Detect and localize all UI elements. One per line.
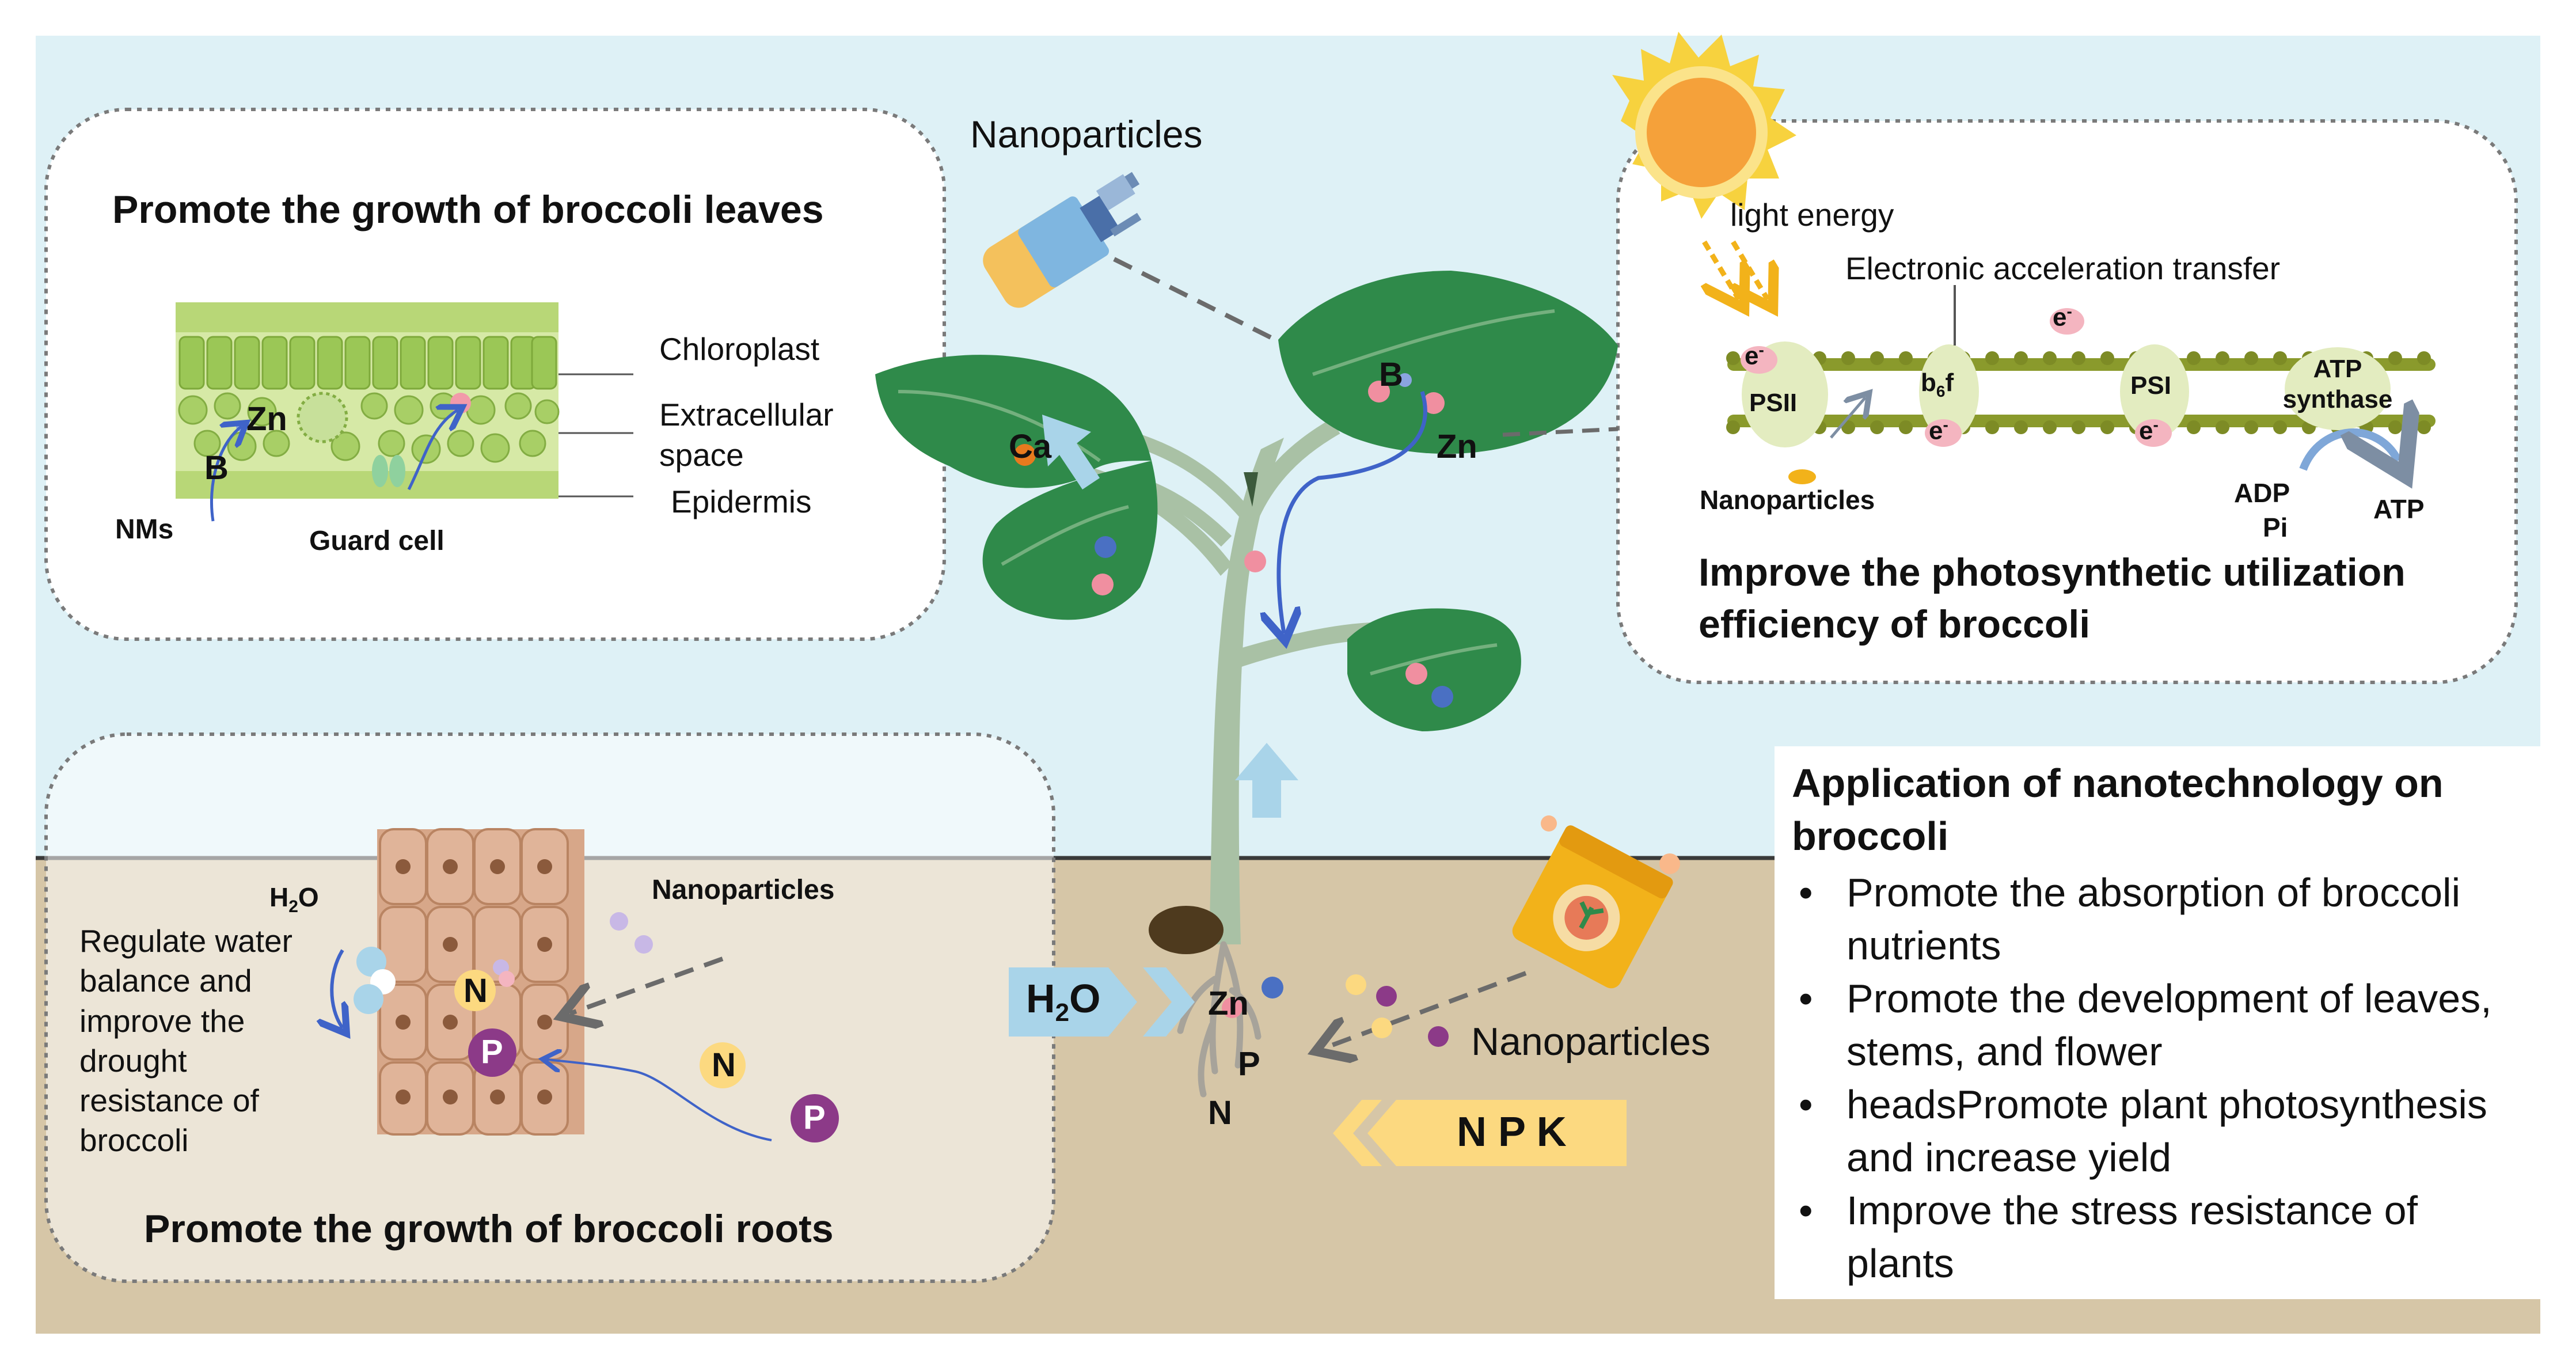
leaf-zn-label: Zn xyxy=(246,400,287,438)
psii-label: PSII xyxy=(1749,389,1798,417)
h2o-arrow-tip xyxy=(1143,967,1195,1037)
extracellular-space-label: Extracellular space xyxy=(659,397,834,473)
nms-arrow-to-zn xyxy=(210,426,242,522)
summary-box: Application of nanotechnology on broccol… xyxy=(1775,746,2540,1299)
thylakoid-membrane xyxy=(1726,308,2436,447)
summary-item-text: Promote the absorption of broccoli nutri… xyxy=(1846,870,2461,968)
upward-arrow-to-leaf xyxy=(1042,415,1100,489)
root-n-soil-label: N xyxy=(712,1046,736,1084)
leaf-to-photo-leader xyxy=(1502,427,1618,437)
h2o-arrow-shape xyxy=(1009,967,1137,1037)
psi-complex xyxy=(2120,344,2189,439)
b6f-e-label: e- xyxy=(1929,416,1948,445)
leaf-panel-title: Promote the growth of broccoli leaves xyxy=(112,188,824,231)
photo-panel-title: Improve the photosynthetic utilization e… xyxy=(1699,551,2406,646)
soil-dot-yellow-1 xyxy=(1346,974,1366,995)
summary-item: • headsPromote plant photosynthesis and i… xyxy=(1792,1078,2535,1184)
summary-item-text: Improve the stress resistance of plants xyxy=(1846,1188,2418,1286)
electronic-acceleration-label: Electronic acceleration transfer xyxy=(1845,250,2281,286)
bullet-dot: • xyxy=(1799,1082,1813,1127)
npk-arrow-shape xyxy=(1367,1100,1627,1166)
plant-ca-label: Ca xyxy=(1009,428,1052,465)
plant-b-label: B xyxy=(1379,356,1403,393)
nms-arrow-to-extracellular xyxy=(407,410,458,491)
nano-to-psii-arrow xyxy=(1830,397,1865,439)
atp-synthase-label: ATP synthase xyxy=(2282,355,2393,413)
chloroplast-label: Chloroplast xyxy=(659,331,820,367)
b6f-complex xyxy=(1919,344,1979,439)
soil-h2o-label: H2O xyxy=(1026,976,1101,1027)
root-n-cell-label: N xyxy=(463,972,488,1009)
fertiliser-bag-icon xyxy=(1512,825,1673,989)
upward-arrow-stem xyxy=(1235,743,1298,818)
epidermis-label: Epidermis xyxy=(671,484,812,519)
leaf-b-label: B xyxy=(204,449,229,487)
nano-dot-1 xyxy=(610,912,628,931)
b6f-label: b6f xyxy=(1921,369,1954,400)
soil-dot-yellow-2 xyxy=(1371,1018,1392,1038)
soil-dot-purple-2 xyxy=(1428,1026,1449,1047)
psi-e-label: e- xyxy=(2139,416,2159,445)
leaf-translocation-arrow xyxy=(1279,390,1427,633)
summary-title: Application of nanotechnology on broccol… xyxy=(1792,761,2444,859)
p-ion-cell xyxy=(468,1028,516,1077)
guard-cell-label: Guard cell xyxy=(309,526,444,556)
top-nanoparticles-label: Nanoparticles xyxy=(970,113,1203,155)
soil-p-label: P xyxy=(1238,1045,1260,1083)
p-ion-soil xyxy=(791,1094,839,1142)
pi-label: Pi xyxy=(2263,513,2288,542)
sun-icon xyxy=(1612,32,1796,219)
n-ion-soil xyxy=(700,1042,746,1088)
bullet-dot: • xyxy=(1799,976,1813,1021)
soil-nanoparticles-label: Nanoparticles xyxy=(1471,1020,1711,1064)
summary-item: • Promote the development of leaves, stem… xyxy=(1792,972,2535,1078)
atp-label: ATP xyxy=(2373,494,2425,524)
n-ion-cell xyxy=(454,970,496,1011)
adp-to-atp-arrow xyxy=(2299,432,2398,469)
npk-label: N P K xyxy=(1457,1109,1567,1155)
nms-label: NMs xyxy=(115,514,174,545)
broccoli-plant xyxy=(875,271,1618,1098)
fert-particle-1 xyxy=(1541,815,1557,832)
photo-panel-frame xyxy=(1616,119,2518,684)
fertiliser-to-root-arrow xyxy=(1324,971,1527,1048)
leaf-cross-section xyxy=(176,302,560,499)
p-uptake-arrow xyxy=(547,1060,772,1141)
light-ray-2 xyxy=(1733,240,1768,299)
root-p-soil-label: P xyxy=(803,1099,826,1136)
regulate-water-label: Regulate water balance and improve the d… xyxy=(79,923,292,1159)
h2o-cycle-arrow xyxy=(332,949,343,1028)
fert-particle-2 xyxy=(1659,853,1680,874)
summary-item-text: headsPromote plant photosynthesis and in… xyxy=(1846,1082,2487,1180)
psi-label: PSI xyxy=(2130,371,2171,400)
bullet-dot: • xyxy=(1799,1188,1813,1233)
soil-n-label: N xyxy=(1208,1094,1232,1132)
photo-nanoparticles-label: Nanoparticles xyxy=(1700,485,1875,515)
top-e-label: e- xyxy=(2053,302,2072,332)
summary-item: • Promote the absorption of broccoli nutr… xyxy=(1792,866,2535,972)
spray-bottle-icon xyxy=(983,172,1142,308)
soil-zn-label: Zn xyxy=(1208,985,1249,1022)
summary-item: • Improve the stress resistance of plants xyxy=(1792,1184,2535,1290)
plant-zn-label: Zn xyxy=(1437,428,1477,465)
summary-item-text: Promote the development of leaves, stems… xyxy=(1846,976,2492,1074)
nano-dot-2 xyxy=(634,935,653,954)
root-panel-title: Promote the growth of broccoli roots xyxy=(144,1207,834,1251)
light-ray-1 xyxy=(1704,240,1739,299)
root-cells xyxy=(354,828,584,1136)
soil-dot-purple-1 xyxy=(1376,986,1397,1007)
light-energy-label: light energy xyxy=(1730,197,1894,233)
root-p-cell-label: P xyxy=(481,1033,503,1071)
nanoparticle-dot xyxy=(1788,469,1816,484)
summary-list: • Promote the absorption of broccoli nutr… xyxy=(1792,866,2535,1290)
root-nanoparticles-label: Nanoparticles xyxy=(652,875,835,905)
bullet-dot: • xyxy=(1799,870,1813,915)
npk-arrow-tail xyxy=(1333,1100,1382,1166)
adp-label: ADP xyxy=(2234,478,2290,508)
nano-to-root-arrow xyxy=(570,956,724,1013)
psii-e-label: e- xyxy=(1745,341,1764,370)
root-h2o-label: H2O xyxy=(269,882,319,917)
